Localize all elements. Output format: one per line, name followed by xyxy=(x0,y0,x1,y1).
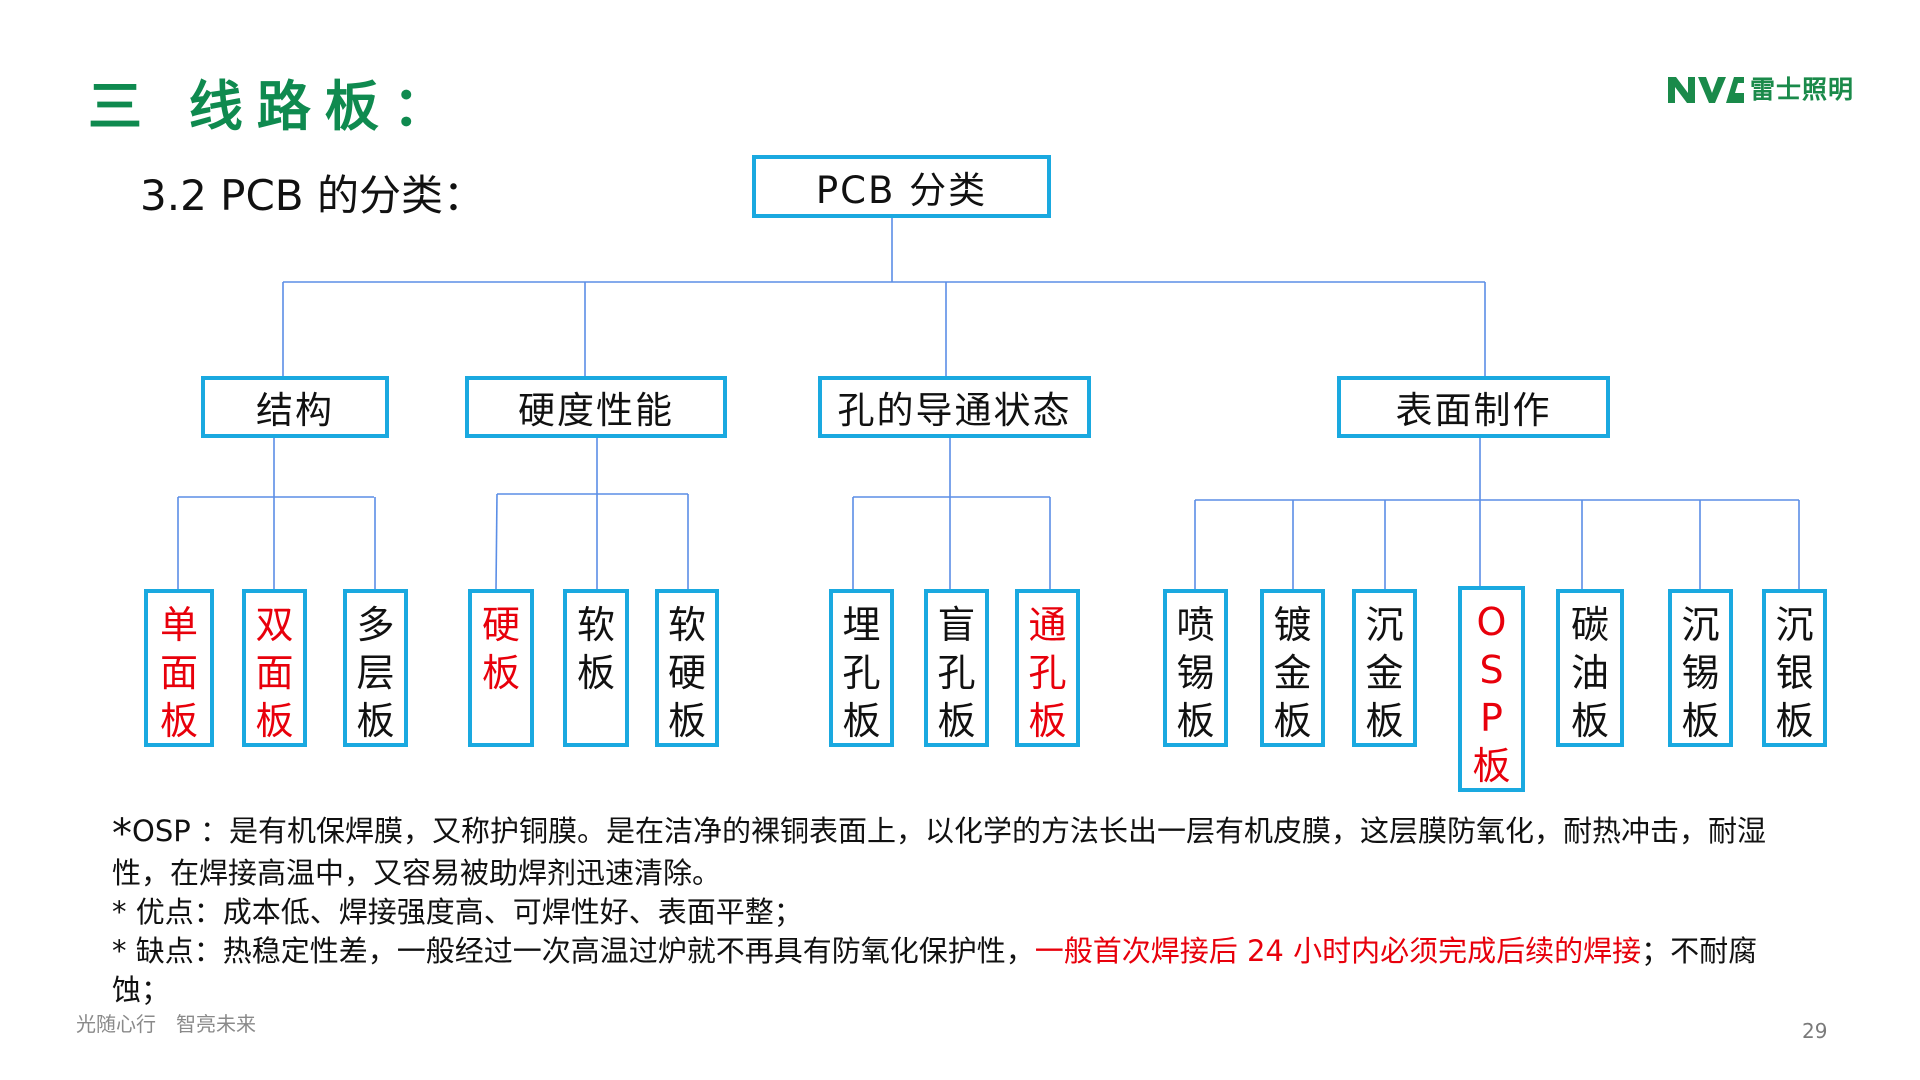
page-title: 三 线路板： xyxy=(88,75,461,138)
asterisk: * xyxy=(112,811,132,857)
leaf-node: 盲孔板 xyxy=(924,589,989,747)
leaf-char: 板 xyxy=(1028,699,1067,743)
leaf-node: 硬板 xyxy=(468,589,534,747)
leaf-char: 多 xyxy=(356,603,395,647)
leaf-char: 盲 xyxy=(937,603,976,647)
nvc-logo-icon xyxy=(1668,77,1744,103)
leaf-char: 板 xyxy=(356,699,395,743)
leaf-char: 硬 xyxy=(667,651,706,695)
leaf-char: 单 xyxy=(159,603,198,647)
company-logo: 雷士照明 xyxy=(1668,70,1854,106)
leaf-char: 板 xyxy=(576,651,615,695)
leaf-char: 板 xyxy=(159,699,198,743)
leaf-char: 孔 xyxy=(1028,651,1067,695)
category-label: 硬度性能 xyxy=(518,389,674,432)
leaf-char: P xyxy=(1480,696,1503,740)
category-label: 表面制作 xyxy=(1395,389,1552,432)
category-label: 结构 xyxy=(256,389,334,432)
leaf-char: 银 xyxy=(1775,651,1814,695)
leaf-char: 锡 xyxy=(1681,651,1720,695)
leaf-char: S xyxy=(1479,648,1504,692)
logo-text: 雷士照明 xyxy=(1750,75,1855,104)
osp-pros: * 优点：成本低、焊接强度高、可焊性好、表面平整； xyxy=(112,895,803,929)
leaf-char: 孔 xyxy=(937,651,976,695)
leaf-char: 板 xyxy=(1472,744,1511,788)
leaf-node: 埋孔板 xyxy=(829,589,894,747)
leaf-char: 板 xyxy=(255,699,294,743)
osp-cons: * 缺点：热稳定性差，一般经过一次高温过炉就不再具有防氧化保护性，一般首次焊接后… xyxy=(112,932,1812,1010)
section-subtitle: 3.2 PCB 的分类： xyxy=(140,171,485,220)
osp-definition: *OSP ：是有机保焊膜，又称护铜膜。是在洁净的裸铜表面上，以化学的方法长出一层… xyxy=(112,812,1812,893)
leaf-node: 沉银板 xyxy=(1762,589,1827,747)
page-number: 29 xyxy=(1802,1019,1828,1043)
osp-definition-text: OSP ：是有机保焊膜，又称护铜膜。是在洁净的裸铜表面上，以化学的方法长出一层有… xyxy=(112,814,1766,890)
leaf-char: 板 xyxy=(1681,699,1720,743)
leaf-char: 板 xyxy=(937,699,976,743)
leaf-node: 多层板 xyxy=(343,589,408,747)
leaf-char: 板 xyxy=(1570,699,1609,743)
leaf-node: 软板 xyxy=(563,589,629,747)
footer-slogan: 光随心行 智亮未来 xyxy=(76,1012,256,1036)
leaf-node: 通孔板 xyxy=(1015,589,1080,747)
category-node-hole-conduction: 孔的导通状态 xyxy=(818,376,1091,438)
leaf-char: 沉 xyxy=(1365,603,1404,647)
leaf-char: 锡 xyxy=(1176,651,1215,695)
leaf-char: 埋 xyxy=(842,603,881,647)
leaf-char: 金 xyxy=(1273,651,1312,695)
osp-notes: *OSP ：是有机保焊膜，又称护铜膜。是在洁净的裸铜表面上，以化学的方法长出一层… xyxy=(112,812,1812,1010)
leaf-char: 双 xyxy=(255,603,294,647)
leaf-char: 面 xyxy=(255,651,294,695)
leaf-char: 镀 xyxy=(1273,603,1312,647)
leaf-char: 沉 xyxy=(1775,603,1814,647)
leaf-char: 通 xyxy=(1028,603,1067,647)
leaf-node: 双面板 xyxy=(242,589,307,747)
cons-highlight: 一般首次焊接后 24 小时内必须完成后续的焊接 xyxy=(1034,934,1642,968)
leaf-char: 软 xyxy=(667,603,706,647)
leaf-char: 层 xyxy=(356,651,395,695)
leaf-char: 板 xyxy=(1775,699,1814,743)
leaf-char: 喷 xyxy=(1176,603,1215,647)
leaf-char: 板 xyxy=(667,699,706,743)
leaf-node: 沉金板 xyxy=(1352,589,1417,747)
leaf-node: 镀金板 xyxy=(1260,589,1325,747)
leaf-node: 沉锡板 xyxy=(1668,589,1733,747)
leaf-char: 面 xyxy=(159,651,198,695)
leaf-char: O xyxy=(1476,600,1507,644)
leaf-char: 碳 xyxy=(1570,603,1609,647)
category-node-hardness: 硬度性能 xyxy=(465,376,727,438)
category-node-surface-finish: 表面制作 xyxy=(1337,376,1610,438)
category-label: 孔的导通状态 xyxy=(837,389,1072,432)
leaf-char: 板 xyxy=(1365,699,1404,743)
leaf-node: 喷锡板 xyxy=(1163,589,1228,747)
tree-root-node: PCB 分类 xyxy=(752,155,1051,218)
cons-suffix: ；不耐腐蚀； xyxy=(112,934,1758,1007)
leaf-char: 板 xyxy=(1273,699,1312,743)
leaf-char: 沉 xyxy=(1681,603,1720,647)
leaf-node: 单面板 xyxy=(144,589,214,747)
leaf-node: 碳油板 xyxy=(1556,589,1624,747)
root-label: PCB 分类 xyxy=(815,168,988,212)
leaf-char: 板 xyxy=(481,651,520,695)
leaf-char: 硬 xyxy=(481,603,520,647)
category-node-structure: 结构 xyxy=(201,376,389,438)
leaf-node: 软硬板 xyxy=(655,589,719,747)
leaf-char: 软 xyxy=(576,603,615,647)
leaf-char: 油 xyxy=(1570,651,1609,695)
leaf-char: 板 xyxy=(842,699,881,743)
leaf-char: 孔 xyxy=(842,651,881,695)
leaf-char: 金 xyxy=(1365,651,1404,695)
leaf-char: 板 xyxy=(1176,699,1215,743)
cons-text: * 缺点：热稳定性差，一般经过一次高温过炉就不再具有防氧化保护性， xyxy=(112,934,1035,968)
